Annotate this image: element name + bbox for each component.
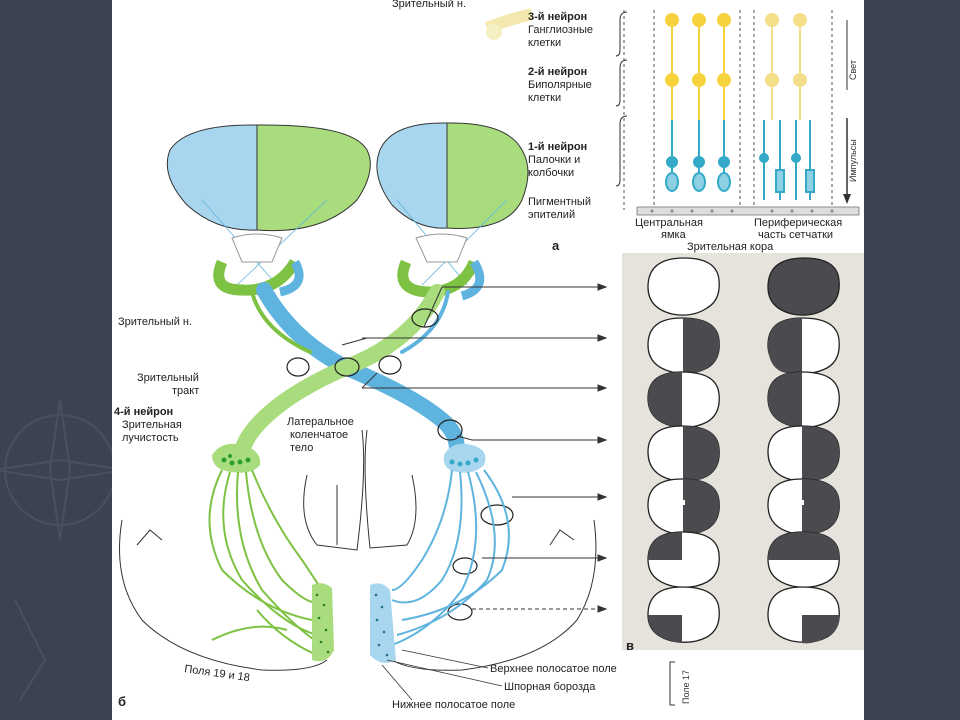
lgn-label-1: Латеральное [287, 416, 354, 428]
optic-nerve-top-label: Зрительный н. [392, 0, 466, 10]
lgn-label-3: тело [290, 442, 313, 454]
pigment-label-1: Пигментный [528, 196, 591, 208]
rods-label-1: Палочки и [528, 154, 580, 166]
field17-bracket [669, 661, 675, 706]
field-row-5 [647, 478, 840, 536]
central-fovea-label-2: ямка [661, 229, 687, 241]
bipolar-label-1: Биполярные [528, 79, 592, 91]
peripheral-label-1: Периферическая [754, 217, 842, 229]
optic-chiasm [234, 282, 465, 458]
optic-tract-label-2: тракт [172, 385, 199, 397]
leader-arrows [341, 283, 608, 613]
field-row-4 [647, 425, 840, 483]
field-row-1 [647, 257, 840, 316]
brain-outline [119, 429, 597, 671]
impulses-label: Импульсы [848, 139, 858, 182]
retina-layers [615, 10, 860, 216]
bipolar-label-2: клетки [528, 92, 561, 104]
field-row-3 [647, 371, 840, 428]
field-row-2 [647, 317, 840, 375]
neuron1-label: 1-й нейрон [528, 141, 587, 153]
field-row-7 [647, 586, 840, 644]
right-lgn [443, 443, 486, 473]
field-row-6 [647, 531, 840, 588]
central-fovea-label-1: Центральная [635, 217, 703, 229]
optic-radiation-label-1: Зрительная [122, 419, 182, 431]
light-label: Свет [848, 60, 858, 80]
right-eye-visual-field [376, 122, 529, 229]
lgn-label-2: коленчатое [290, 429, 348, 441]
left-eye-visual-field [166, 124, 371, 232]
ganglion-label-2: клетки [528, 37, 561, 49]
optic-nerve-label: Зрительный н. [118, 316, 192, 328]
lesion-markers [286, 308, 514, 621]
right-striate-cortex [370, 583, 396, 664]
optic-radiation-label-2: лучистость [122, 432, 179, 444]
visual-pathway-diagram: Зрительный н. [114, 0, 864, 711]
calcarine-label: Шпорная борозда [504, 681, 596, 693]
rods-label-2: колбочки [528, 167, 574, 179]
visual-cortex-label: Зрительная кора [687, 241, 774, 253]
panel-v-letter: в [626, 638, 634, 653]
peripheral-label-2: часть сетчатки [758, 229, 833, 241]
left-eyeball [213, 233, 304, 297]
optic-tract-label-1: Зрительный [137, 372, 199, 384]
neuron2-label: 2-й нейрон [528, 66, 587, 78]
left-striate-cortex [312, 583, 334, 662]
lower-striate-label: Нижнее полосатое поле [392, 699, 515, 711]
optic-nerve-top-stub [484, 8, 534, 40]
right-optic-radiation [391, 469, 510, 646]
field17-label: Поле 17 [681, 670, 691, 704]
bottom-leaders [381, 649, 503, 701]
left-optic-radiation [208, 469, 323, 656]
ganglion-label-1: Ганглиозные [528, 24, 593, 36]
panel-a-letter: а [552, 238, 560, 253]
neuron4-label: 4-й нейрон [114, 406, 173, 418]
figure-panel: Зрительный н. [112, 0, 864, 720]
right-eyeball [397, 233, 485, 301]
neuron3-label: 3-й нейрон [528, 11, 587, 23]
upper-striate-label: Верхнее полосатое поле [490, 663, 617, 675]
left-lgn [212, 443, 261, 473]
pigment-label-2: эпителий [528, 209, 575, 221]
panel-b-letter: б [118, 694, 126, 709]
